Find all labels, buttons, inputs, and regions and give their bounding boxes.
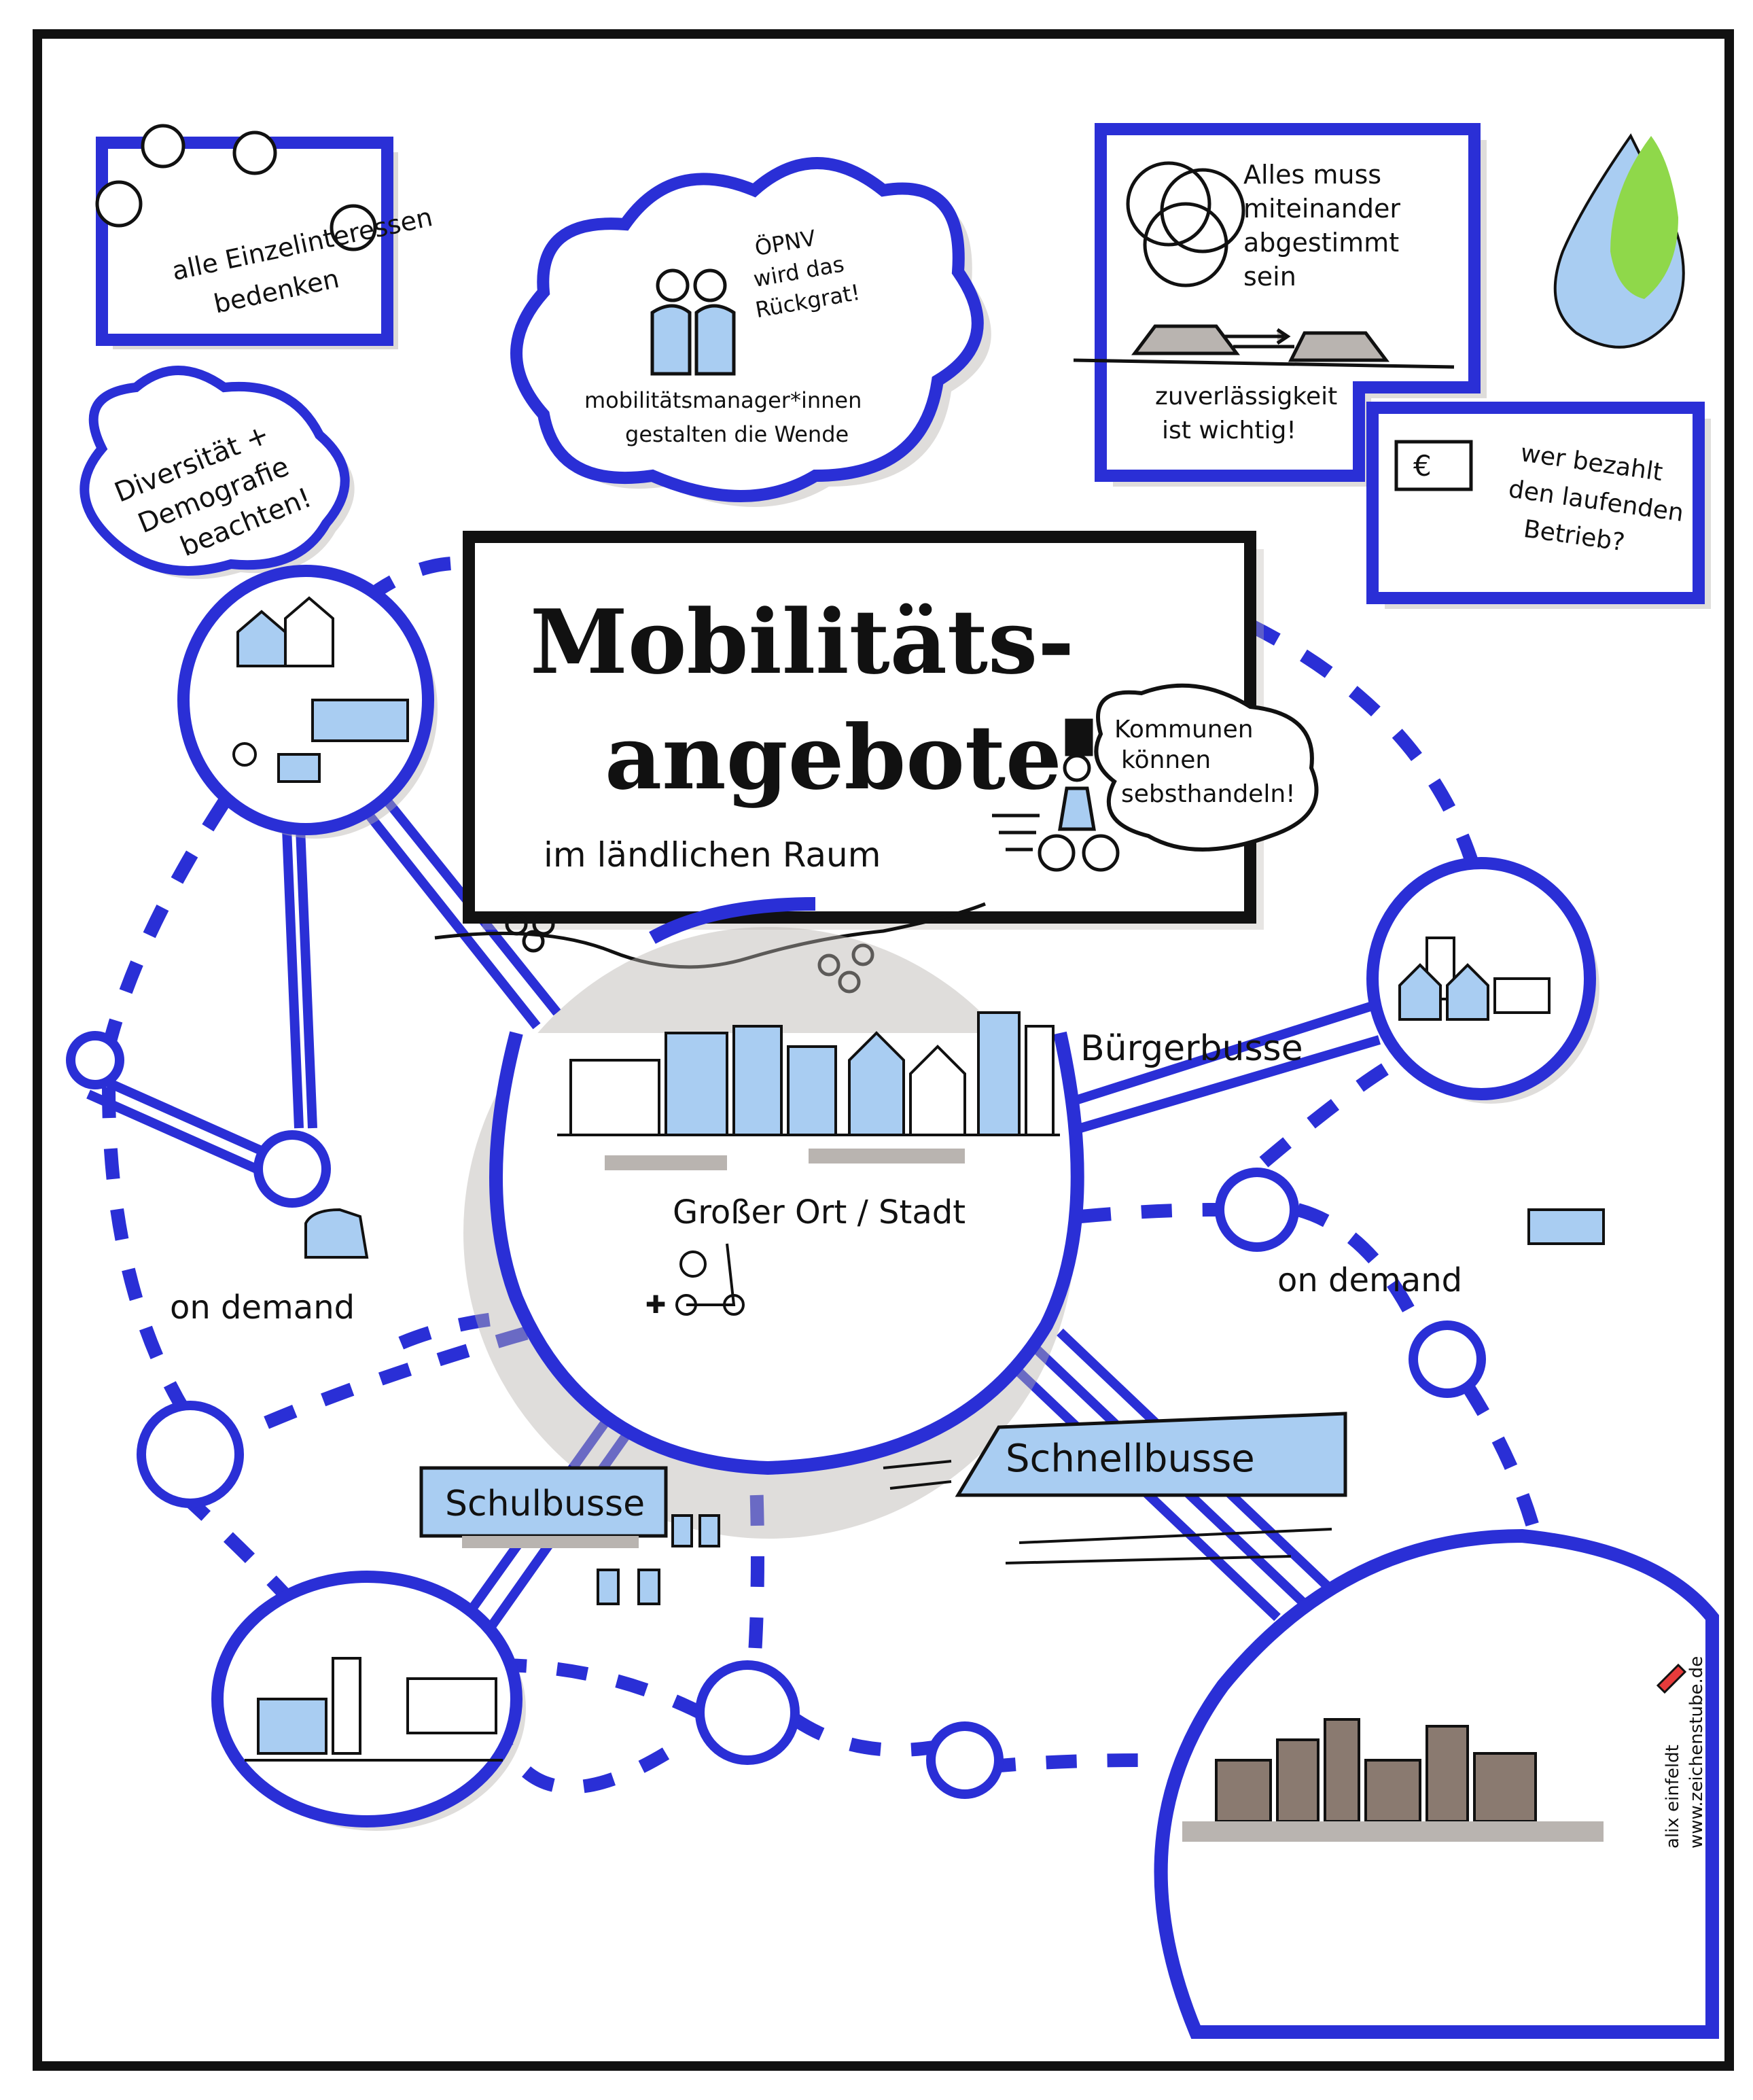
children-icon <box>597 1514 720 1605</box>
face-icon <box>95 124 377 251</box>
schulbusse-label: Schulbusse <box>445 1484 645 1524</box>
town-skyline-icon <box>1182 1718 1604 1842</box>
note-abgestimmt-line3: abgestimmt <box>1243 228 1399 258</box>
van-icon <box>304 1208 1605 1259</box>
village-icon <box>232 596 409 783</box>
note-abgestimmt-line4: sein <box>1243 262 1296 292</box>
stop-nodes <box>66 1031 1486 1799</box>
pen-icon <box>1656 1663 1687 1694</box>
venn-icon <box>1126 161 1245 287</box>
euro-symbol: € <box>1413 449 1432 483</box>
note-abgestimmt: Alles muss miteinander abgestimmt sein z… <box>1073 123 1487 487</box>
village-icon <box>245 1657 503 1762</box>
euro-icon <box>1394 440 1473 491</box>
stop-node <box>1215 1168 1299 1252</box>
svg-text:+: + <box>645 1290 666 1318</box>
village-icon <box>1398 937 1551 1021</box>
note-kommunen-line2: können <box>1121 746 1211 774</box>
road-wave <box>434 897 986 994</box>
note-manager-line2: gestalten die Wende <box>625 421 849 447</box>
stop-node <box>926 1721 1004 1799</box>
village-node-top-left <box>177 565 438 839</box>
city-label: Großer Ort / Stadt <box>673 1193 966 1231</box>
svg-text:zuverlässigkeit ist wich: zuverlässigkeit ist wichtig! <box>1155 383 1345 444</box>
stop-node <box>66 1031 124 1089</box>
note-zuverlaessig-line1: zuverlässigkeit <box>1155 383 1337 410</box>
stop-node <box>137 1401 244 1508</box>
title-subtitle: im ländlichen Raum <box>544 835 881 875</box>
note-bezahlt: € wer bezahlt den laufenden Betrieb? <box>1366 402 1711 609</box>
stop-node <box>1409 1320 1486 1398</box>
note-kommunen-line1: Kommunen <box>1114 716 1254 743</box>
note-oepnv-cloud: ÖPNV wird das Rückgrat! mobilitätsmanage… <box>510 157 991 507</box>
stop-node <box>253 1130 331 1208</box>
svg-text:mobilitätsmanager*innen: mobilitätsmanager*innen gestalten die We… <box>584 387 869 447</box>
city-node: Großer Ort / Stadt + <box>463 927 1084 1539</box>
credit-author: alix einfeldt <box>1663 1745 1683 1849</box>
schnellbusse-label: Schnellbusse <box>1006 1437 1255 1481</box>
outer-frame <box>33 29 1734 2071</box>
svg-text:Kommunen können se: Kommunen können sebsthandeln! <box>1114 716 1296 808</box>
city-skyline-icon <box>557 1011 1060 1136</box>
note-einzelinteressen: alle Einzelinteressen bedenken <box>95 124 435 349</box>
note-zuverlaessig-line2: ist wichtig! <box>1162 417 1296 444</box>
schnellbus-icon <box>883 1412 1347 1564</box>
note-abgestimmt-line1: Alles muss <box>1243 160 1381 190</box>
scooter-icon: + <box>644 1243 745 1319</box>
note-manager-line1: mobilitätsmanager*innen <box>584 387 862 413</box>
village-node-bottom-left <box>211 1571 526 1831</box>
title-line2: angebote <box>605 705 1062 809</box>
credit-url: www.zeichenstube.de <box>1686 1656 1707 1849</box>
svg-text:Alles muss miteinander: Alles muss miteinander abgestimmt sein <box>1243 160 1409 292</box>
title-line1: Mobilitäts- <box>530 590 1074 694</box>
on-demand-right-label: on demand <box>1277 1261 1462 1299</box>
cyclist-icon <box>992 718 1120 872</box>
stop-node <box>695 1660 800 1765</box>
note-kommunen: Kommunen können sebsthandeln! <box>992 683 1319 872</box>
car-icon <box>1073 324 1455 369</box>
note-diversitaet: Diversität + Demografie beachten! <box>79 366 355 579</box>
village-node-right <box>1366 857 1599 1104</box>
note-kommunen-line3: sebsthandeln! <box>1121 780 1296 808</box>
schulbus-icon <box>419 1466 720 1605</box>
buergerbusse-label: Bürgerbusse <box>1080 1028 1303 1069</box>
drop-icon <box>1553 133 1685 349</box>
people-icon <box>650 268 736 376</box>
note-abgestimmt-line2: miteinander <box>1243 194 1400 224</box>
on-demand-left-label: on demand <box>170 1289 355 1327</box>
town-node-bottom-right <box>1154 1528 1719 2039</box>
